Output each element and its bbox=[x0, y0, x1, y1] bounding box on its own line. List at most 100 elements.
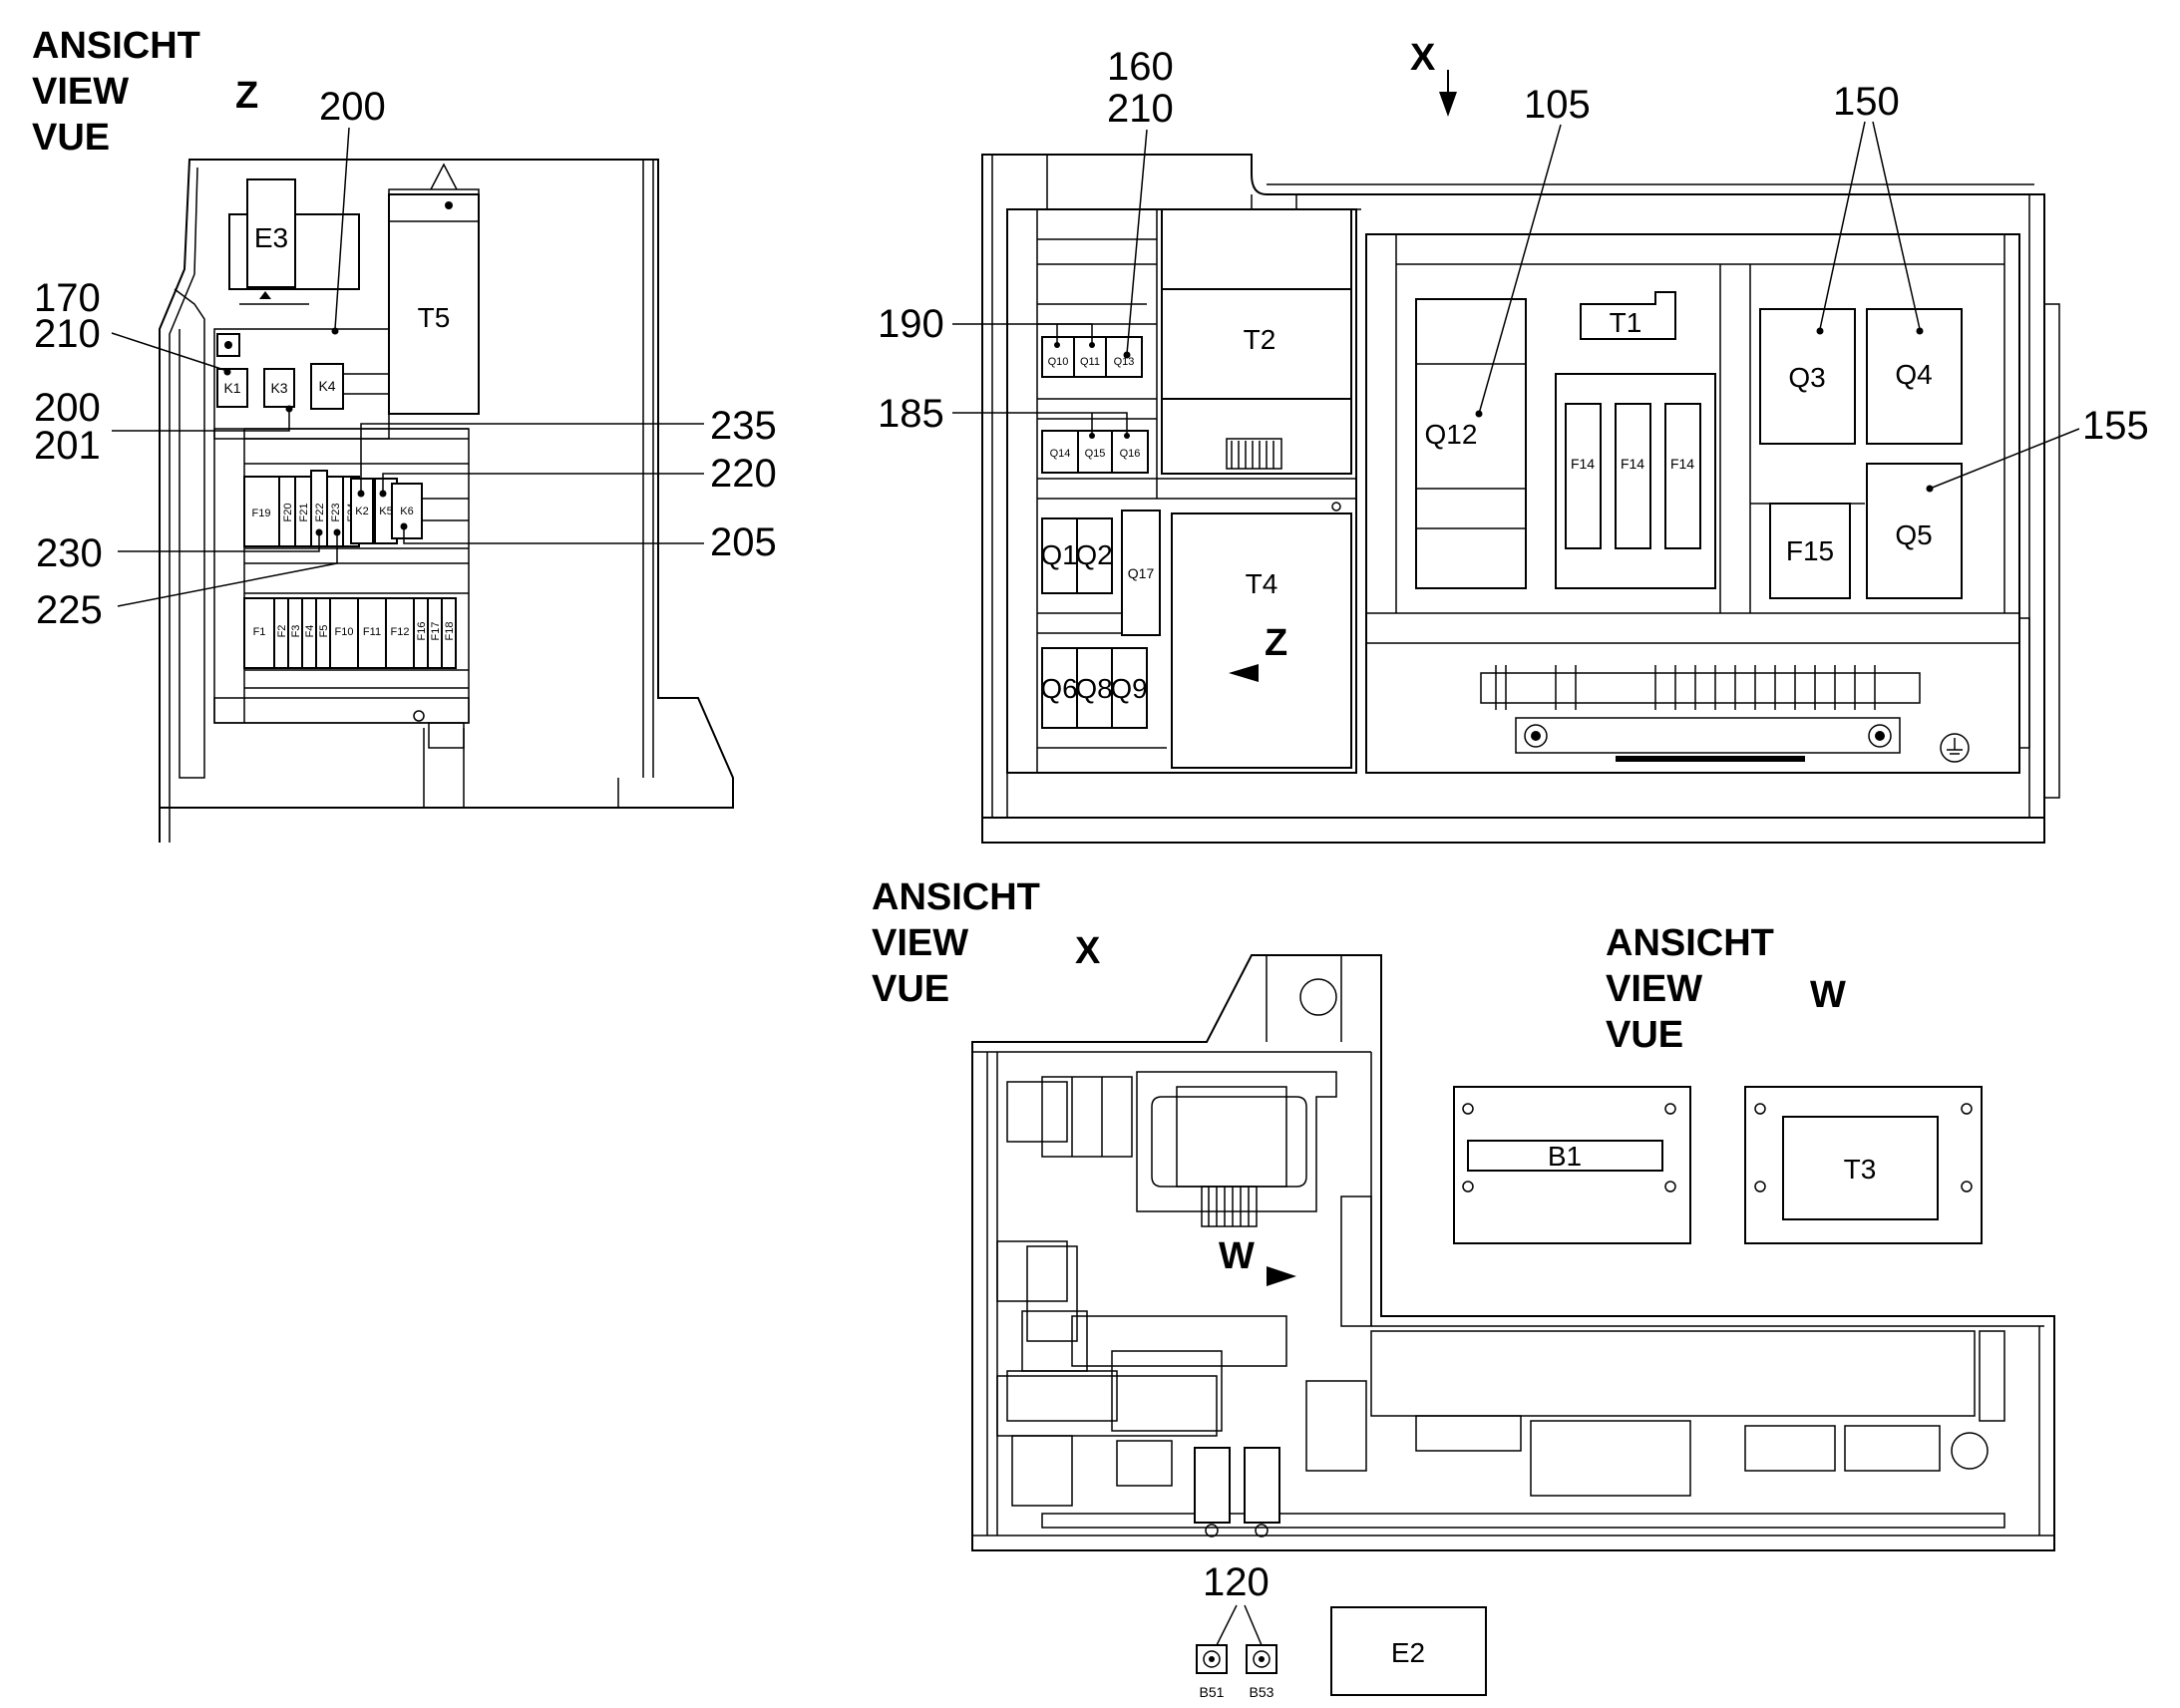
callout-120: 120 bbox=[1203, 1560, 1270, 1604]
label-f11: F11 bbox=[363, 626, 381, 638]
callout-200-left: 200 bbox=[34, 386, 101, 430]
label-f23: F23 bbox=[330, 504, 342, 522]
label-t4: T4 bbox=[1246, 568, 1278, 599]
component-f14-a bbox=[1565, 403, 1602, 549]
callout-225: 225 bbox=[36, 588, 103, 632]
component-f19 bbox=[243, 476, 280, 547]
component-f15 bbox=[1769, 503, 1851, 599]
ground-icon bbox=[1940, 733, 1970, 763]
label-f18: F18 bbox=[444, 622, 456, 641]
label-f2: F2 bbox=[276, 625, 288, 638]
component-f14-b bbox=[1615, 403, 1651, 549]
component-e3 bbox=[246, 178, 296, 288]
view-x-heading: ANSICHT VIEW VUE X bbox=[872, 876, 1101, 1010]
callout-205: 205 bbox=[710, 520, 777, 564]
component-k4 bbox=[310, 363, 344, 410]
callout-220: 220 bbox=[710, 452, 777, 496]
label-q1: Q1 bbox=[1040, 539, 1077, 570]
label-b1: B1 bbox=[1548, 1141, 1582, 1172]
label-q3: Q3 bbox=[1788, 362, 1825, 393]
label-q11: Q11 bbox=[1080, 356, 1100, 368]
component-q15 bbox=[1077, 430, 1113, 474]
label-q17: Q17 bbox=[1128, 565, 1155, 581]
component-b1 bbox=[1467, 1140, 1663, 1172]
label-f22: F22 bbox=[314, 504, 326, 522]
label-f16: F16 bbox=[416, 622, 428, 641]
callout-185: 185 bbox=[878, 392, 944, 436]
component-q3 bbox=[1759, 308, 1856, 445]
component-t2 bbox=[1161, 288, 1352, 400]
label-q6: Q6 bbox=[1040, 673, 1077, 704]
direction-marker-z: Z bbox=[1265, 622, 1287, 664]
heading-ansicht: ANSICHT bbox=[32, 25, 200, 67]
component-q12 bbox=[1415, 298, 1527, 589]
label-f1: F1 bbox=[253, 626, 266, 638]
label-t3: T3 bbox=[1844, 1154, 1877, 1185]
label-f3: F3 bbox=[290, 625, 302, 638]
callout-190: 190 bbox=[878, 302, 944, 346]
component-q8 bbox=[1076, 647, 1113, 729]
label-q16: Q16 bbox=[1120, 448, 1141, 460]
component-k2 bbox=[350, 478, 374, 544]
label-f17: F17 bbox=[430, 622, 442, 641]
view-w-heading: ANSICHT VIEW VUE W bbox=[1606, 922, 1846, 1056]
component-k6 bbox=[391, 483, 423, 539]
heading-w-vue: VUE bbox=[1606, 1014, 1683, 1056]
component-k3 bbox=[263, 368, 295, 408]
label-q9: Q9 bbox=[1110, 673, 1147, 704]
fuse-row-2: F1 F2 F3 F4 F5 F10 F11 F12 F16 F17 F18 bbox=[243, 597, 457, 669]
callout-210-left: 210 bbox=[34, 312, 101, 356]
heading-vue: VUE bbox=[32, 117, 110, 159]
label-q5: Q5 bbox=[1895, 519, 1932, 550]
label-f4: F4 bbox=[304, 625, 316, 638]
component-e2 bbox=[1330, 1606, 1487, 1696]
label-f15: F15 bbox=[1786, 535, 1834, 566]
component-q2 bbox=[1076, 517, 1113, 594]
label-f19: F19 bbox=[252, 508, 271, 519]
label-k3: K3 bbox=[270, 380, 287, 396]
direction-marker-x: X bbox=[1410, 37, 1436, 79]
label-q2: Q2 bbox=[1075, 539, 1112, 570]
component-q13 bbox=[1105, 336, 1143, 378]
label-f14-a: F14 bbox=[1571, 456, 1595, 472]
label-b53: B53 bbox=[1250, 1684, 1274, 1700]
heading-w-letter: W bbox=[1810, 974, 1846, 1016]
label-e2: E2 bbox=[1391, 1637, 1425, 1668]
heading-x-vue: VUE bbox=[872, 968, 949, 1010]
component-t3 bbox=[1782, 1116, 1939, 1220]
label-q8: Q8 bbox=[1075, 673, 1112, 704]
callout-200-top: 200 bbox=[319, 85, 386, 129]
label-e3: E3 bbox=[254, 222, 288, 253]
label-t1: T1 bbox=[1610, 307, 1642, 338]
component-t5 bbox=[388, 193, 480, 415]
label-k4: K4 bbox=[318, 378, 335, 394]
component-t4 bbox=[1171, 512, 1352, 769]
direction-marker-w: W bbox=[1219, 1235, 1255, 1277]
heading-w-view: VIEW bbox=[1606, 968, 1702, 1010]
component-k1 bbox=[216, 368, 248, 408]
label-f20: F20 bbox=[282, 504, 294, 522]
callout-230: 230 bbox=[36, 531, 103, 575]
heading-w-ansicht: ANSICHT bbox=[1606, 922, 1774, 964]
callout-201: 201 bbox=[34, 424, 101, 468]
label-f14-c: F14 bbox=[1670, 456, 1694, 472]
callout-210-top: 210 bbox=[1107, 87, 1174, 131]
label-k2: K2 bbox=[355, 506, 368, 517]
heading-x-view: VIEW bbox=[872, 922, 968, 964]
sensors-b51-b53: 120 B51 B53 E2 bbox=[1196, 1560, 1487, 1700]
label-q10: Q10 bbox=[1048, 356, 1069, 368]
component-q14 bbox=[1041, 430, 1079, 474]
label-f14-b: F14 bbox=[1621, 456, 1644, 472]
label-q4: Q4 bbox=[1895, 359, 1932, 390]
callout-150: 150 bbox=[1833, 80, 1900, 124]
label-q12: Q12 bbox=[1425, 419, 1478, 450]
label-q13: Q13 bbox=[1114, 356, 1135, 368]
component-q4 bbox=[1866, 308, 1963, 445]
component-q9 bbox=[1111, 647, 1148, 729]
label-k5: K5 bbox=[379, 506, 392, 517]
label-f12: F12 bbox=[391, 626, 410, 638]
label-t2: T2 bbox=[1244, 324, 1276, 355]
component-q1 bbox=[1041, 517, 1078, 594]
component-q17 bbox=[1121, 510, 1161, 636]
callout-155: 155 bbox=[2082, 404, 2149, 448]
